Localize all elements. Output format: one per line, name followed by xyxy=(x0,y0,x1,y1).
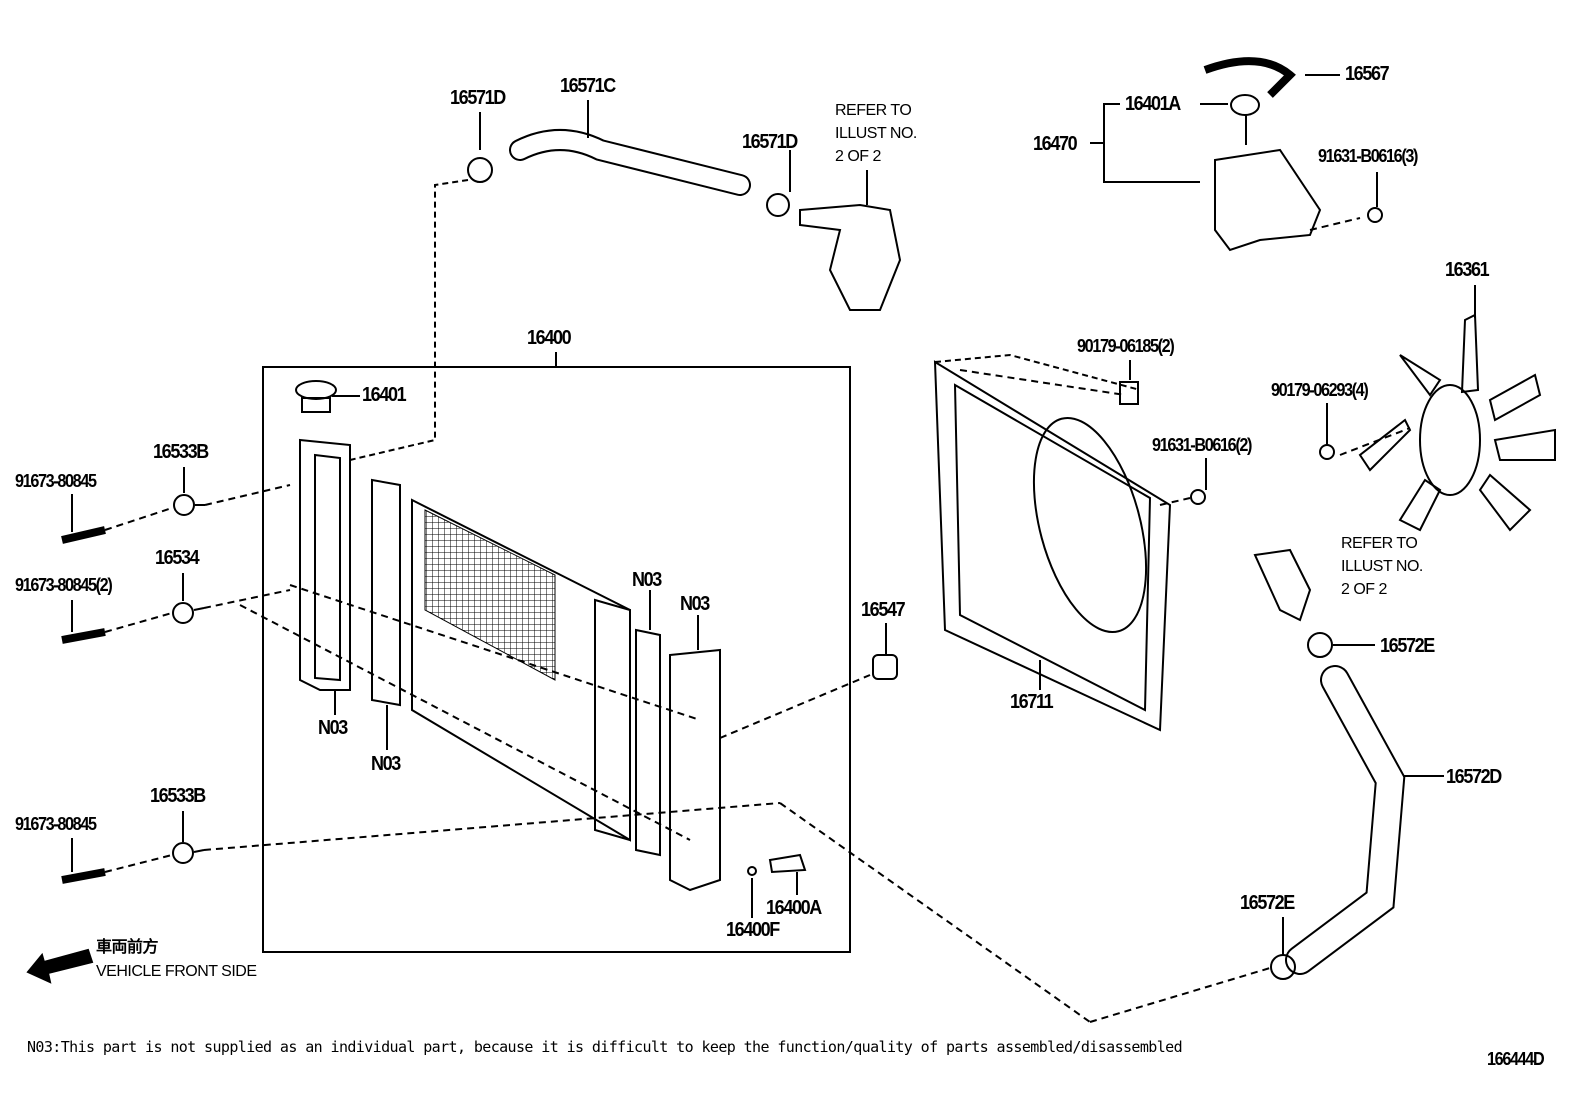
refer-line: REFER TO xyxy=(1341,535,1418,552)
label-90179-06185: 90179-06185(2) xyxy=(1077,336,1175,356)
label-16571D: 16571D xyxy=(450,87,506,109)
clamp-16572E xyxy=(1307,632,1333,658)
label-16547: 16547 xyxy=(861,599,906,621)
label-16571D-2: 16571D xyxy=(742,131,798,153)
drain-cock xyxy=(768,853,807,874)
label-16400A: 16400A xyxy=(766,897,822,919)
label-91673-80845: 91673-80845 xyxy=(15,471,97,491)
left-tank xyxy=(299,438,351,691)
clamp-16571D xyxy=(467,157,493,183)
refer-line: 2 OF 2 xyxy=(835,148,881,165)
fan-hub xyxy=(1419,384,1481,496)
label-91631-B0616-2: 91631-B0616(2) xyxy=(1152,435,1252,455)
refer-line: REFER TO xyxy=(835,102,912,119)
footnote: N03:This part is not supplied as an indi… xyxy=(27,1038,1183,1056)
label-16572E-2: 16572E xyxy=(1240,892,1295,914)
label-16400F: 16400F xyxy=(726,919,780,941)
refer-line: ILLUST NO. xyxy=(1341,558,1423,575)
label-N03: N03 xyxy=(318,717,348,739)
label-16400: 16400 xyxy=(527,327,572,349)
fan-shroud xyxy=(933,360,1172,732)
water-inlet xyxy=(1253,548,1312,622)
bolt-group xyxy=(61,467,205,884)
label-91673-80845-3: 91673-80845 xyxy=(15,814,97,834)
front-label-en: VEHICLE FRONT SIDE xyxy=(96,963,257,980)
refer-note-right: REFER TO ILLUST NO. 2 OF 2 xyxy=(1341,532,1423,601)
label-16571C: 16571C xyxy=(560,75,616,97)
label-16401A: 16401A xyxy=(1125,93,1181,115)
drain-plug-16547 xyxy=(872,654,898,680)
refer-note-top: REFER TO ILLUST NO. 2 OF 2 xyxy=(835,99,917,168)
diagram-id: 166444D xyxy=(1487,1049,1545,1069)
label-16470: 16470 xyxy=(1033,133,1078,155)
label-91673-80845-2: 91673-80845(2) xyxy=(15,575,113,595)
front-direction-arrow-icon xyxy=(26,948,94,984)
label-N03: N03 xyxy=(371,753,401,775)
label-16572D: 16572D xyxy=(1446,766,1502,788)
label-16711: 16711 xyxy=(1010,691,1054,713)
reservoir-tank xyxy=(1214,148,1322,252)
refer-line: ILLUST NO. xyxy=(835,125,917,142)
label-16572E: 16572E xyxy=(1380,635,1435,657)
label-90179-06293: 90179-06293(4) xyxy=(1271,380,1369,400)
label-16533B-2: 16533B xyxy=(150,785,206,807)
gasket-left xyxy=(371,478,401,707)
label-N03: N03 xyxy=(632,569,662,591)
label-16534: 16534 xyxy=(155,547,200,569)
clamp-16571D-2 xyxy=(766,193,790,217)
reservoir-cap xyxy=(1230,94,1260,116)
radiator-cap xyxy=(295,380,337,400)
gasket-right xyxy=(635,628,661,857)
right-tank xyxy=(669,648,721,892)
label-16567: 16567 xyxy=(1345,63,1390,85)
radiator-assembly-box xyxy=(262,366,851,953)
label-16361: 16361 xyxy=(1445,259,1490,281)
refer-line: 2 OF 2 xyxy=(1341,581,1387,598)
front-label-jp: 車両前方 xyxy=(96,939,159,956)
label-16533B: 16533B xyxy=(153,441,209,463)
water-outlet xyxy=(799,203,902,311)
label-N03: N03 xyxy=(680,593,710,615)
label-91631-B0616-3: 91631-B0616(3) xyxy=(1318,146,1418,166)
fan-blades xyxy=(1358,313,1556,532)
label-16401: 16401 xyxy=(362,384,407,406)
